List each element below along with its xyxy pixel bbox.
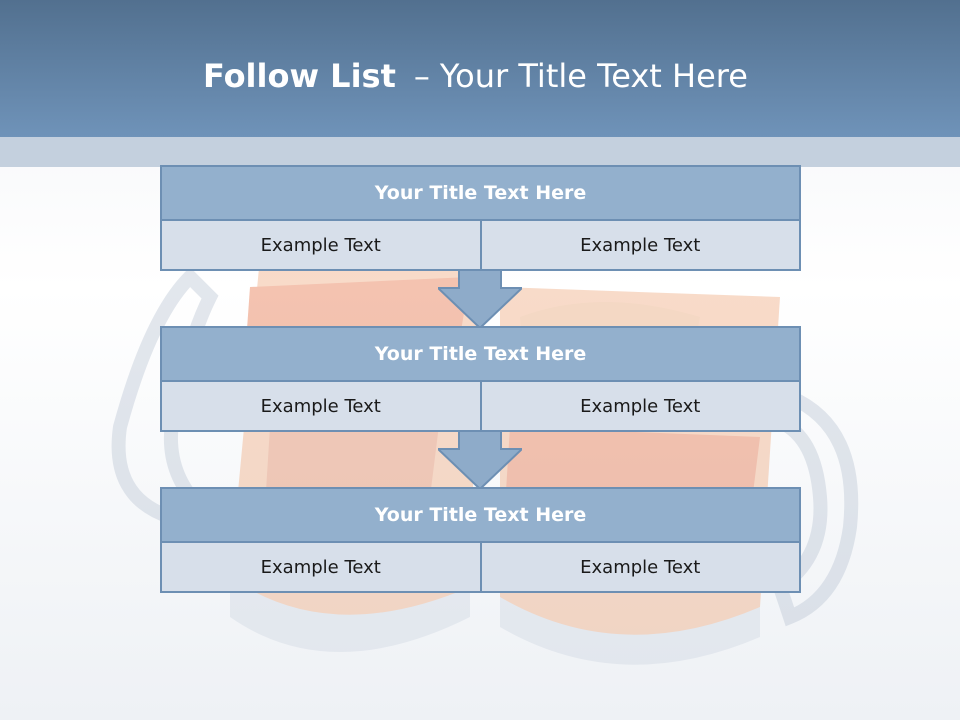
block-cell-right: Example Text — [481, 221, 801, 271]
title-banner — [0, 0, 960, 137]
block-cell-left: Example Text — [160, 382, 482, 432]
block-cell-right: Example Text — [481, 382, 801, 432]
block-cell-left: Example Text — [160, 221, 482, 271]
down-arrow-2 — [438, 431, 522, 491]
title-rest-part: Your Title Text Here — [439, 57, 748, 95]
block-row: Example Text Example Text — [160, 382, 801, 432]
block-title: Your Title Text Here — [160, 487, 801, 543]
block-title: Your Title Text Here — [160, 326, 801, 382]
slide-title: Follow List–Your Title Text Here — [203, 57, 748, 95]
title-separator: – — [413, 57, 430, 95]
down-arrow-1 — [438, 270, 522, 330]
block-row: Example Text Example Text — [160, 543, 801, 593]
block-cell-right: Example Text — [481, 543, 801, 593]
list-block-1: Your Title Text Here Example Text Exampl… — [160, 165, 801, 271]
block-row: Example Text Example Text — [160, 221, 801, 271]
list-block-3: Your Title Text Here Example Text Exampl… — [160, 487, 801, 593]
block-cell-left: Example Text — [160, 543, 482, 593]
title-bold-part: Follow List — [203, 57, 396, 95]
title-sub-band — [0, 137, 960, 167]
block-title: Your Title Text Here — [160, 165, 801, 221]
list-block-2: Your Title Text Here Example Text Exampl… — [160, 326, 801, 432]
